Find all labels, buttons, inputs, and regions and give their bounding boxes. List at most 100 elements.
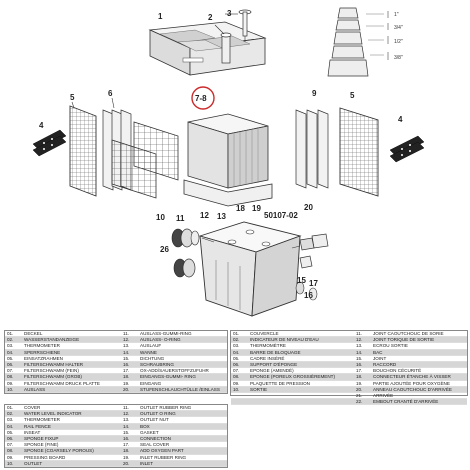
callout-6: 6 — [108, 89, 113, 98]
item-number: 20. — [121, 386, 138, 394]
item-number: 15. — [121, 355, 138, 363]
item-name: RAIL FENCE — [22, 423, 111, 430]
item-name: SPONGE FIXUP — [22, 435, 111, 443]
spacer-cell — [111, 380, 121, 387]
item-name: AUSLASS- O-RING — [138, 336, 227, 344]
item-number: 18. — [121, 447, 138, 455]
part-inseat-left — [69, 101, 97, 197]
spacer-cell — [344, 349, 354, 356]
callout-2: 2 — [208, 13, 213, 22]
item-name: ANNEAU CAOUTCHOUC D'ARRIVÉE — [371, 386, 467, 394]
empty-cell — [248, 392, 344, 400]
item-number: 14. — [121, 349, 138, 356]
item-number: 11. — [354, 331, 371, 338]
item-name: THERMOMETER — [22, 416, 111, 424]
table-row: 07.SPONGE (FINE)17.SEAL COVER — [5, 441, 227, 449]
item-number: 21. — [354, 392, 371, 400]
spacer-cell — [344, 392, 354, 400]
item-name: FILTERSCHWAMM (GROB) — [22, 373, 111, 381]
item-number: 02. — [5, 336, 22, 344]
item-name: INSEAT — [22, 429, 111, 437]
spacer-cell — [111, 373, 121, 381]
item-name: INDICATEUR DE NIVEAU D'EAU — [248, 336, 344, 344]
item-number: 18. — [121, 373, 138, 381]
part-inlet-group — [291, 233, 329, 301]
part-water-level-indicator — [214, 24, 232, 64]
item-number: 10. — [231, 386, 248, 394]
item-number: 16. — [121, 361, 138, 369]
item-name: AUSLAUF — [138, 342, 227, 350]
spacer-cell — [111, 447, 121, 455]
item-number: 06. — [5, 435, 22, 443]
item-number: 04. — [5, 423, 22, 430]
callout-10: 10 — [156, 213, 165, 222]
spacer-cell — [111, 429, 121, 437]
item-name: OUTLET O RING — [138, 410, 227, 418]
spacer-cell — [344, 398, 354, 406]
item-name: STUFENSCHLAUCHTÜLLE /EINLASS — [138, 386, 227, 394]
callout-26: 26 — [160, 245, 169, 254]
callout-15: 15 — [297, 276, 306, 285]
callout-13: 13 — [217, 212, 226, 221]
item-number: 20. — [354, 386, 371, 394]
spacer-cell — [111, 416, 121, 424]
item-name: PRESSING BOARD — [22, 454, 111, 461]
item-number: 01. — [5, 405, 22, 412]
item-name: OX-ADD/SAUERSTOFFZUFUHR — [138, 367, 227, 375]
item-name: FILTERSCHWAMM (FEIN) — [22, 367, 111, 375]
item-number: 19. — [354, 380, 371, 387]
part-rail-fence-left — [32, 129, 67, 157]
item-number: 05. — [5, 429, 22, 437]
item-name: CONNECTION — [138, 435, 227, 443]
spacer-cell — [344, 342, 354, 350]
spacer-cell — [111, 361, 121, 369]
part-outlet-group — [171, 228, 215, 278]
spacer-cell — [111, 355, 121, 363]
item-number: 08. — [5, 447, 22, 455]
item-name: COUVERCLE — [248, 331, 344, 338]
item-name: OUTLET — [22, 460, 111, 468]
item-number: 15. — [354, 355, 371, 363]
item-number: 12. — [121, 336, 138, 344]
part-cover — [148, 21, 267, 76]
callout-18: 18 — [236, 204, 245, 213]
spacer-cell — [344, 380, 354, 387]
item-number: 19. — [121, 454, 138, 461]
item-number: 09. — [5, 454, 22, 461]
spacer-cell — [344, 355, 354, 363]
model-number: 50107-02 — [264, 211, 298, 220]
item-name: ECROU SORTIE — [371, 342, 467, 350]
item-number: 16. — [121, 435, 138, 443]
spacer-cell — [344, 336, 354, 344]
item-name: DICHTUNG — [138, 355, 227, 363]
table-row: 22.EMBOUT CRANTÉ D'ARRIVÉE — [231, 398, 467, 406]
item-name: EPONGE (POREUX GROSSIÈREMENT) — [248, 373, 344, 381]
item-name: JOINT — [371, 355, 467, 363]
item-name: WANNE — [138, 349, 227, 356]
item-number: 09. — [231, 380, 248, 387]
item-name: BAC — [371, 349, 467, 356]
item-number: 17. — [121, 367, 138, 375]
spacer-cell — [344, 386, 354, 394]
callout-labels: 1 2 3 4 5 6 7-8 9 5 4 10 11 12 13 18 19 … — [39, 9, 403, 300]
part-sponge-stack — [183, 86, 273, 207]
empty-cell — [231, 398, 248, 406]
spacer-cell — [111, 405, 121, 412]
spacer-cell — [344, 373, 354, 381]
item-name: CADRE INSÉRÉ — [248, 355, 344, 363]
item-number: 19. — [121, 380, 138, 387]
callout-16: 16 — [304, 291, 313, 300]
table-row: 21.ARRIVÉE — [231, 392, 467, 400]
callout-5-right: 5 — [350, 91, 355, 100]
item-number: 10. — [5, 386, 22, 394]
